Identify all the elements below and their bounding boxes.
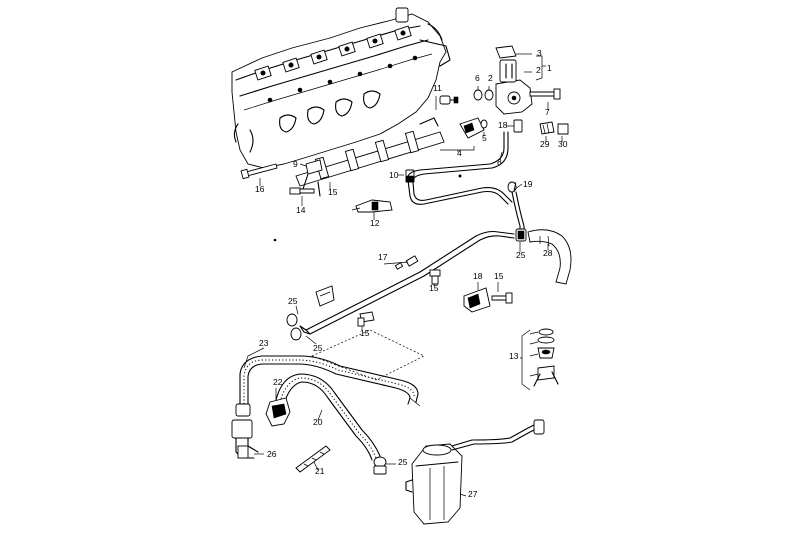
part-label-l21: 21 — [315, 466, 325, 476]
part-label-l15c: 15 — [429, 283, 439, 293]
part-label-l28: 28 — [543, 248, 553, 258]
part-label-l25d: 25 — [398, 457, 408, 467]
part-label-l6: 6 — [475, 73, 480, 83]
bolt-15-upper — [429, 269, 441, 285]
pressure-sensor — [459, 117, 488, 139]
part-label-l4: 4 — [457, 148, 462, 158]
part-label-l3: 3 — [537, 48, 542, 58]
part-label-l23: 23 — [259, 338, 269, 348]
part-label-l27: 27 — [468, 489, 478, 499]
hose-28 — [515, 228, 572, 285]
part-label-l15b: 15 — [494, 271, 504, 281]
part-label-l25c: 25 — [313, 343, 323, 353]
valve-26 — [231, 403, 259, 459]
part-label-l22: 22 — [273, 377, 283, 387]
fuel-line-17 — [299, 230, 515, 335]
part-label-l30: 30 — [558, 139, 568, 149]
leader-lines — [243, 53, 563, 497]
fuel-pump-assembly — [473, 45, 561, 115]
part-label-l2b: 2 — [488, 73, 493, 83]
bolt-16 — [240, 163, 278, 180]
hose-20 — [275, 373, 381, 461]
cylinder-head — [231, 7, 451, 169]
fittings — [513, 119, 569, 135]
part-label-l9: 9 — [293, 159, 298, 169]
part-label-l18a: 18 — [498, 120, 508, 130]
part-label-l7: 7 — [545, 107, 550, 117]
part-label-l15a: 15 — [328, 187, 338, 197]
part-label-l13: 13 — [509, 351, 519, 361]
part-label-l12: 12 — [370, 218, 380, 228]
part-label-l15d: 15 — [360, 328, 370, 338]
strip-21 — [295, 445, 331, 473]
part-label-l5: 5 — [482, 133, 487, 143]
line-bracket — [315, 285, 335, 307]
bracket-9 — [305, 159, 323, 175]
part-label-l19: 19 — [523, 179, 533, 189]
part-label-l10: 10 — [389, 170, 399, 180]
clamp-22 — [265, 397, 291, 427]
clamp-25-lower — [373, 456, 387, 475]
fuel-line-8 — [407, 131, 513, 205]
part-label-l20: 20 — [313, 417, 323, 427]
part-label-l26: 26 — [267, 449, 277, 459]
part-label-l18b: 18 — [473, 271, 483, 281]
dashed-outline — [311, 329, 425, 407]
fuel-line-19 — [507, 181, 525, 233]
part-label-l25b: 25 — [288, 296, 298, 306]
sensor-12 — [351, 199, 393, 213]
sensor-11 — [439, 95, 459, 105]
part-label-l25a: 25 — [516, 250, 526, 260]
part-label-l11: 11 — [433, 83, 442, 93]
part-label-l17: 17 — [378, 252, 388, 262]
charcoal-canister — [405, 419, 545, 525]
parts-group-13 — [533, 328, 559, 387]
part-label-l1: 1 — [547, 63, 552, 73]
bracket-18 — [463, 287, 513, 313]
bolt-14 — [289, 187, 315, 195]
part-label-l2a: 2 — [536, 65, 541, 75]
part-label-l29: 29 — [540, 139, 550, 149]
part-label-l14: 14 — [296, 205, 306, 215]
part-label-l16: 16 — [255, 184, 265, 194]
clamps-mid — [286, 311, 375, 341]
part-label-l8: 8 — [497, 157, 502, 167]
